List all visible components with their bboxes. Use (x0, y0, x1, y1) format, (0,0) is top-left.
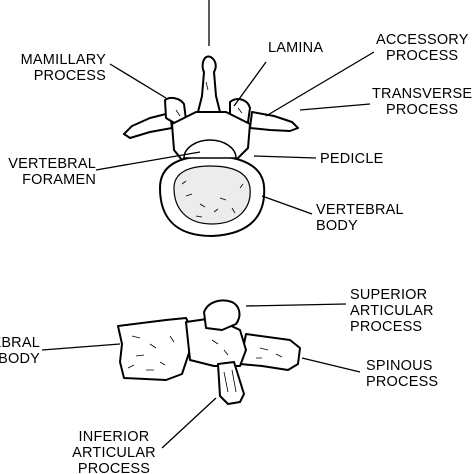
superior-view-vertebra (123, 55, 299, 237)
leader-mamillary-process (109, 63, 167, 99)
label-accessory-process: ACCESSORY PROCESS (376, 32, 469, 64)
leader-pedicle (253, 155, 317, 159)
label-vertebral-body: VERTEBRAL BODY (316, 202, 404, 234)
label-spinous-process: SPINOUS PROCESS (366, 358, 439, 390)
label-mamillary-process: MAMILLARY PROCESS (20, 52, 106, 84)
leader-lines (41, 0, 375, 449)
vertebral-foramen-shape (183, 139, 237, 159)
label-pedicle: PEDICLE (320, 151, 384, 167)
lateral-view-vertebra (117, 299, 301, 405)
leader-vertebral-foramen (95, 151, 201, 171)
spinous-process-shape (197, 55, 221, 113)
leader-inferior-articular-process (161, 397, 217, 449)
leader-superior-articular-process (245, 303, 347, 307)
lateral-spinous-process-shape (239, 333, 301, 371)
leader-lamina (233, 61, 267, 107)
right-transverse-process-shape (249, 111, 299, 132)
leader-spinous-process (301, 357, 361, 373)
label-lamina: LAMINA (268, 40, 324, 56)
lateral-body-shape (117, 317, 193, 381)
label-lateral-vertebral-body: VERTEBRAL BODY (0, 335, 40, 367)
leader-lateral-vertebral-body (41, 343, 121, 351)
leader-accessory-process (265, 51, 375, 117)
leader-vertebral-body (261, 195, 313, 215)
label-transverse-process: TRANSVERSE PROCESS (372, 86, 473, 118)
label-vertebral-foramen: VERTEBRAL FORAMEN (8, 156, 96, 188)
label-superior-articular-process: SUPERIOR ARTICULAR PROCESS (350, 287, 434, 335)
label-inferior-articular-process: INFERIOR ARTICULAR PROCESS (72, 429, 156, 474)
vertebral-body-rim (173, 165, 251, 225)
lateral-inferior-articular-shape (217, 361, 245, 405)
leader-transverse-process (299, 103, 371, 111)
lateral-superior-articular-shape (203, 299, 241, 331)
left-transverse-process-shape (123, 112, 173, 139)
